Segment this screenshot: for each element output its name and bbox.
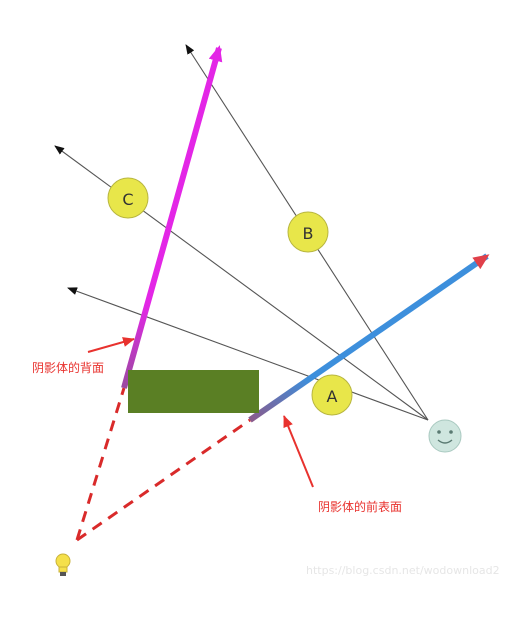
back-face-edge xyxy=(121,45,223,389)
smiley-eye-icon xyxy=(428,419,462,453)
point-a: A xyxy=(311,374,353,416)
front-face-pointer xyxy=(283,415,314,488)
back-face-pointer xyxy=(87,337,135,353)
occluder-box xyxy=(128,370,259,413)
front-face-annotation: 阴影体的前表面 xyxy=(318,499,402,514)
dash-to-back-face xyxy=(75,387,126,541)
light-bulb-icon xyxy=(55,553,71,576)
point-c-label: C xyxy=(122,190,133,209)
shadow-dashes xyxy=(75,387,251,542)
point-b-label: B xyxy=(303,224,314,243)
sight-rays xyxy=(54,44,429,421)
point-b: B xyxy=(287,211,329,253)
front-face-edge xyxy=(248,253,490,423)
dash-to-front-face xyxy=(76,418,251,542)
back-face-annotation: 阴影体的背面 xyxy=(32,360,104,375)
point-a-label: A xyxy=(327,387,338,406)
watermark: https://blog.csdn.net/wodownload2 xyxy=(306,564,500,577)
point-c: C xyxy=(107,177,149,219)
ray-to-a xyxy=(67,287,429,421)
